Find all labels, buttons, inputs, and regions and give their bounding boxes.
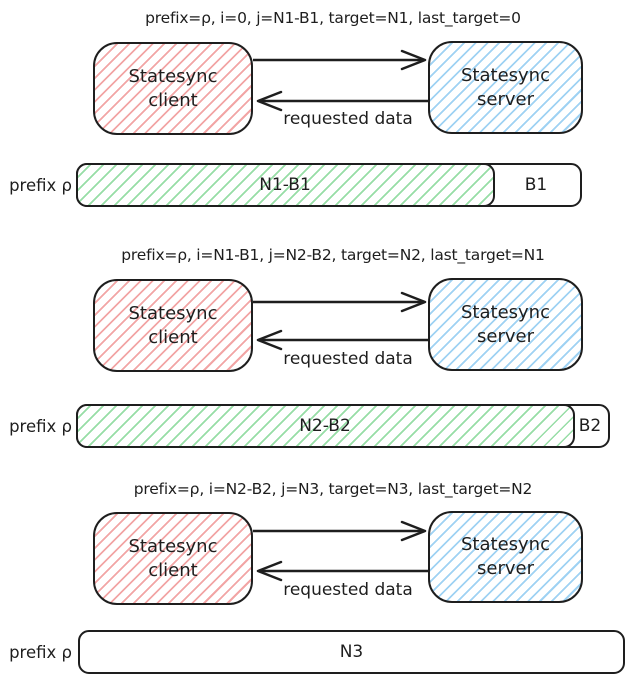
remaining-segment: B2 bbox=[572, 406, 608, 446]
synced-segment-label: N3 bbox=[339, 642, 364, 662]
remaining-segment-label: B1 bbox=[524, 175, 548, 195]
request-arrow bbox=[253, 289, 430, 315]
request-arrow bbox=[253, 47, 430, 73]
server-label-line1: Statesync bbox=[461, 301, 550, 323]
statesync-server-box: Statesync server bbox=[428, 41, 583, 134]
prefix-label: prefix ρ bbox=[9, 416, 72, 436]
statesync-server-box: Statesync server bbox=[428, 511, 583, 603]
statesync-client-box: Statesync client bbox=[93, 512, 253, 605]
server-label-line2: server bbox=[477, 88, 534, 110]
step-2-header: prefix=ρ, i=N1-B1, j=N2-B2, target=N2, l… bbox=[121, 246, 545, 264]
statesync-server-box: Statesync server bbox=[428, 278, 583, 371]
response-arrow bbox=[253, 88, 430, 114]
client-label-line1: Statesync bbox=[128, 535, 218, 557]
response-arrow bbox=[253, 558, 430, 584]
state-bar: N3 bbox=[78, 630, 625, 674]
synced-segment-label: N1-B1 bbox=[259, 174, 311, 195]
response-arrow bbox=[253, 327, 430, 353]
server-label-line1: Statesync bbox=[461, 534, 550, 555]
response-arrow-label: requested data bbox=[283, 109, 413, 129]
prefix-label: prefix ρ bbox=[9, 642, 72, 662]
response-arrow-label: requested data bbox=[283, 349, 413, 369]
request-arrow bbox=[253, 518, 430, 544]
response-arrow-label: requested data bbox=[283, 580, 413, 600]
synced-segment: N2-B2 bbox=[75, 403, 575, 448]
step-1-header: prefix=ρ, i=0, j=N1-B1, target=N1, last_… bbox=[145, 9, 521, 27]
state-bar: N2-B2 B2 bbox=[75, 403, 610, 448]
statesync-client-box: Statesync client bbox=[93, 279, 253, 372]
state-bar: N1-B1 B1 bbox=[75, 162, 582, 207]
prefix-label: prefix ρ bbox=[9, 175, 72, 195]
synced-segment-label: N2-B2 bbox=[299, 415, 351, 436]
client-label-line1: Statesync bbox=[128, 302, 218, 324]
synced-segment: N1-B1 bbox=[75, 162, 495, 207]
server-label-line1: Statesync bbox=[461, 64, 550, 86]
server-label-line2: server bbox=[477, 558, 534, 579]
client-label-line2: client bbox=[148, 559, 198, 581]
remaining-segment: B1 bbox=[492, 165, 580, 205]
client-label-line2: client bbox=[148, 326, 198, 348]
server-label-line2: server bbox=[477, 325, 534, 347]
client-label-line1: Statesync bbox=[128, 65, 218, 87]
statesync-client-box: Statesync client bbox=[93, 42, 253, 135]
client-label-line2: client bbox=[148, 89, 198, 111]
remaining-segment-label: B2 bbox=[578, 416, 602, 436]
step-3-header: prefix=ρ, i=N2-B2, j=N3, target=N3, last… bbox=[133, 480, 533, 498]
